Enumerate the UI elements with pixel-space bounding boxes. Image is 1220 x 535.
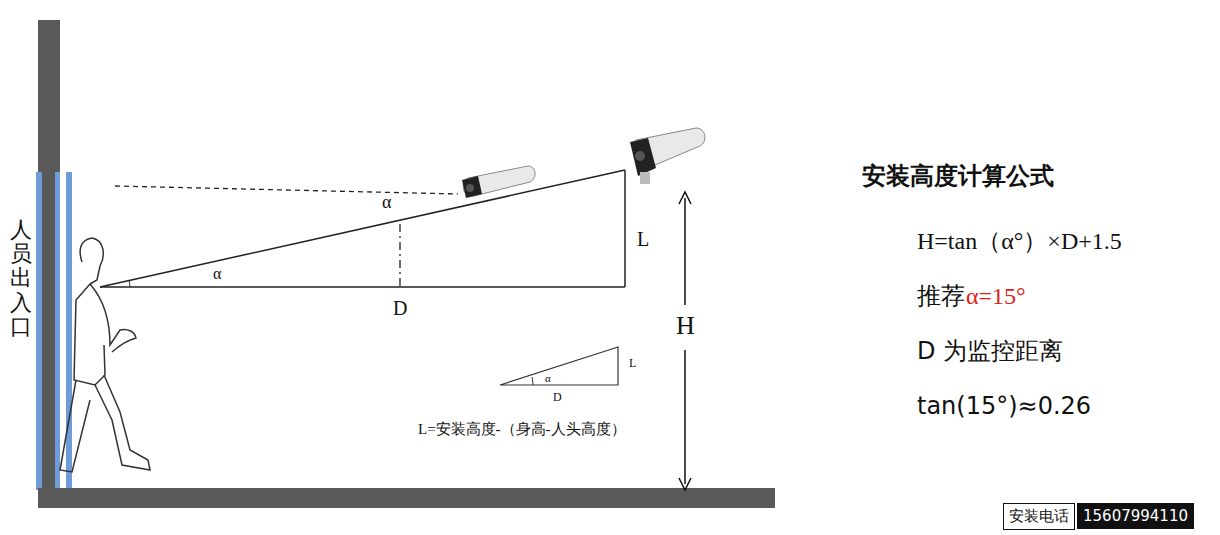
height-arrow [684, 350, 686, 484]
door-frame [36, 172, 42, 490]
height-arrow [684, 198, 686, 305]
horizontal-dash [115, 186, 458, 194]
small-triangle [500, 347, 618, 385]
formula-title: 安装高度计算公式 [862, 163, 1054, 189]
formula-note: tan(15°)≈0.26 [917, 393, 1091, 419]
center-mark [399, 224, 400, 287]
recommend-label: 推荐 [917, 283, 965, 309]
box-text: 15607994110 [1083, 507, 1188, 525]
height-line [624, 170, 626, 287]
formula-note: D 为监控距离 [917, 338, 1063, 364]
phone-number-box: 15607994110 [1077, 503, 1194, 529]
ground-line [100, 286, 625, 288]
distance-label: D [553, 391, 562, 404]
formula: H=tan（α°）×D+1.5 [917, 228, 1122, 254]
angle-label: α [545, 372, 551, 384]
camera [630, 128, 705, 184]
door-frame [55, 172, 60, 490]
angle-label: α [213, 265, 221, 283]
camera [462, 166, 535, 198]
phone-label-box: 安装电话 [1003, 503, 1075, 530]
angle-label: α [382, 193, 391, 213]
door-frame [66, 172, 72, 490]
person [60, 238, 150, 472]
sight-line [100, 170, 625, 287]
formula-note: L=安装高度-（身高-人头高度） [418, 421, 626, 438]
entrance-label: 人员出入口 [10, 218, 32, 339]
length-label: L [637, 228, 649, 250]
distance-label: D [393, 297, 407, 319]
length-label: L [629, 357, 636, 370]
floor [38, 488, 775, 508]
height-label: H [676, 312, 695, 341]
recommend-value: α=15° [966, 283, 1026, 309]
box-text: 安装电话 [1009, 507, 1069, 526]
